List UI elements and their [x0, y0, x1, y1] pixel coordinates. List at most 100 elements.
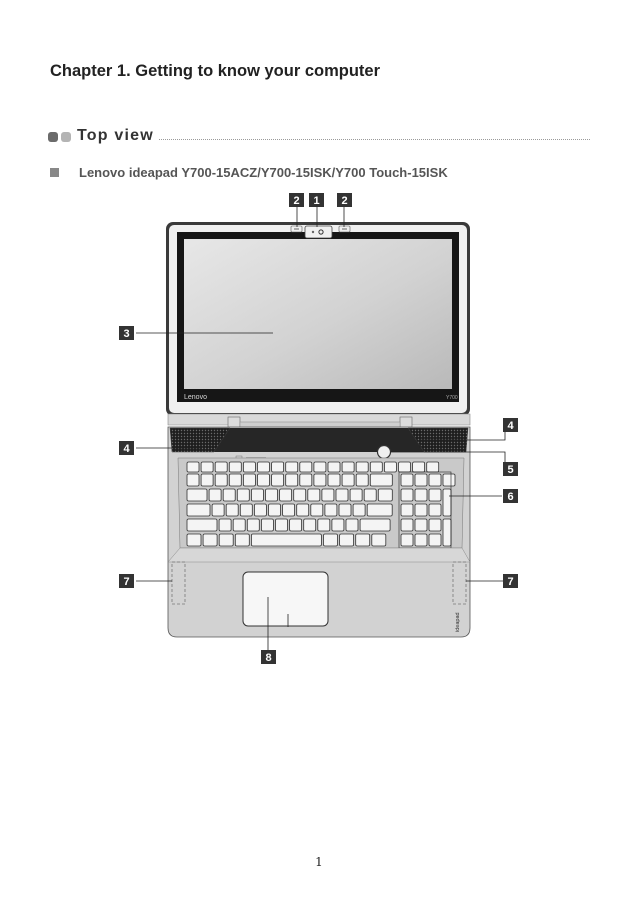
- keyboard-key: [321, 488, 335, 502]
- keyboard-key: [313, 473, 327, 487]
- keyboard-key: [214, 461, 228, 473]
- keyboard-key: [339, 533, 355, 547]
- keyboard-key: [366, 503, 393, 517]
- page-number: 1: [315, 855, 323, 869]
- keyboard-key: [202, 533, 218, 547]
- keyboard-key: [253, 503, 267, 517]
- keyboard-key: [414, 488, 428, 502]
- callout-numpad: 6: [503, 489, 518, 503]
- keyboard-key: [428, 533, 442, 547]
- keyboard-key: [310, 503, 324, 517]
- keyboard-key: [400, 473, 414, 487]
- top-panel: [214, 428, 424, 452]
- nfc-area-left: [171, 561, 186, 605]
- keyboard-key: [268, 503, 281, 517]
- keyboard-key: [426, 461, 440, 473]
- keyboard-key: [327, 461, 341, 473]
- keyboard-key: [355, 533, 371, 547]
- keyboard-key: [341, 461, 355, 473]
- keyboard-key: [338, 503, 352, 517]
- keyboard-key: [289, 518, 303, 532]
- keyboard-key: [414, 503, 428, 517]
- camera-indicator-icon: [311, 230, 315, 234]
- keyboard-key: [349, 488, 363, 502]
- keyboard-key: [246, 518, 260, 532]
- keyboard-key: [400, 503, 414, 517]
- section-divider: [159, 139, 590, 140]
- callout-mic-left: 2: [289, 193, 304, 207]
- model-name: Lenovo ideapad Y700-15ACZ/Y700-15ISK/Y70…: [79, 165, 448, 180]
- keyboard-key: [271, 473, 285, 487]
- keyboard-key: [232, 518, 246, 532]
- keyboard-key: [317, 518, 331, 532]
- keyboard-key: [428, 488, 442, 502]
- keyboard-key: [383, 461, 397, 473]
- keyboard-key: [242, 461, 256, 473]
- keyboard-key: [442, 473, 456, 487]
- palmrest-brand: ideapad: [455, 612, 461, 632]
- callout-speaker-left: 4: [119, 441, 134, 455]
- keyboard-key: [414, 533, 428, 547]
- numpad-plus-key: [442, 488, 452, 517]
- keyboard-key: [327, 473, 341, 487]
- section-title: Top view: [77, 127, 154, 144]
- keyboard-key: [341, 473, 355, 487]
- keyboard-key: [412, 461, 426, 473]
- section-bullet-light-icon: [61, 132, 71, 142]
- keyboard-key: [352, 503, 366, 517]
- keyboard-key: [335, 488, 349, 502]
- keyboard-key: [400, 533, 414, 547]
- keyboard: [186, 461, 456, 549]
- screen-model: Y700: [446, 395, 458, 401]
- keyboard-key: [324, 503, 338, 517]
- svg-text:7: 7: [507, 576, 513, 588]
- keyboard-key: [428, 473, 442, 487]
- keyboard-key: [211, 503, 225, 517]
- camera-lens-icon: [318, 229, 324, 235]
- svg-text:8: 8: [265, 652, 271, 664]
- keyboard-key: [218, 518, 232, 532]
- keyboard-key: [225, 503, 239, 517]
- callout-nfc-right: 7: [503, 574, 518, 588]
- keyboard-key: [239, 503, 253, 517]
- keyboard-key: [355, 473, 369, 487]
- keyboard-key: [186, 488, 208, 502]
- keyboard-key: [414, 473, 428, 487]
- svg-text:1: 1: [313, 195, 319, 207]
- keyboard-key: [369, 473, 393, 487]
- section-bullet-dark-icon: [48, 132, 58, 142]
- keyboard-key: [345, 518, 359, 532]
- keyboard-key: [377, 488, 393, 502]
- keyboard-key: [331, 518, 345, 532]
- screen-logo: Lenovo: [184, 394, 207, 401]
- keyboard-key: [414, 518, 428, 532]
- keyboard-key: [400, 488, 414, 502]
- callout-power: 5: [503, 462, 518, 476]
- keyboard-key: [200, 461, 214, 473]
- keyboard-key: [303, 518, 317, 532]
- svg-text:6: 6: [507, 491, 513, 503]
- keyboard-key: [371, 533, 387, 547]
- keyboard-key: [242, 473, 256, 487]
- keyboard-key: [200, 473, 214, 487]
- svg-text:3: 3: [123, 328, 129, 340]
- keyboard-key: [222, 488, 236, 502]
- keyboard-key: [363, 488, 377, 502]
- keyboard-key: [285, 473, 299, 487]
- callout-display: 3: [119, 326, 134, 340]
- keyboard-key: [228, 473, 242, 487]
- svg-text:2: 2: [341, 195, 347, 207]
- keyboard-key: [186, 473, 200, 487]
- keyboard-key: [214, 473, 228, 487]
- keyboard-key: [228, 461, 242, 473]
- callout-speaker-right: 4: [503, 418, 518, 432]
- keyboard-key: [279, 488, 293, 502]
- keyboard-key: [186, 518, 218, 532]
- keyboard-key: [257, 473, 270, 487]
- keyboard-key: [271, 461, 285, 473]
- chapter-title: Chapter 1. Getting to know your computer: [50, 62, 381, 80]
- model-bullet-icon: [50, 168, 59, 177]
- svg-text:2: 2: [293, 195, 299, 207]
- keyboard-key: [428, 518, 442, 532]
- keyboard-key: [275, 518, 288, 532]
